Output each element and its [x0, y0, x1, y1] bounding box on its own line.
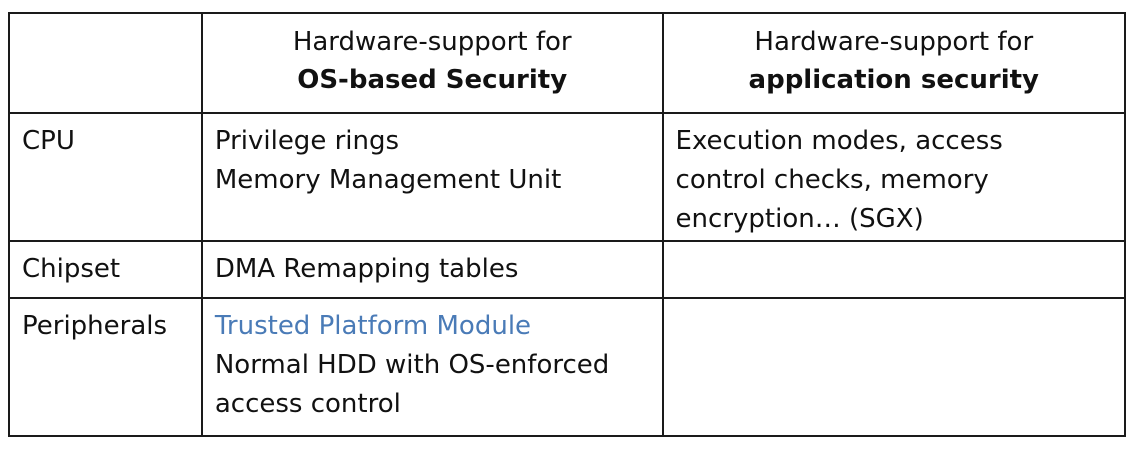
header-row: Hardware-support for OS-based Security H…	[8, 12, 1126, 114]
cpu-app-line: control checks, memory	[675, 165, 989, 195]
peripherals-os-line-dark: Normal HDD with OS-enforced	[214, 350, 610, 380]
cpu-os-support: Privilege rings Memory Management Unit	[200, 112, 664, 242]
chipset-os-line: DMA Remapping tables	[214, 254, 519, 284]
row-label-chipset: Chipset	[8, 240, 203, 299]
header-os-line1: Hardware-support for	[292, 27, 572, 57]
header-app-line2: application security	[748, 65, 1039, 95]
header-os-line2: OS-based Security	[297, 65, 568, 95]
row-label-peripherals: Peripherals	[8, 297, 203, 437]
header-app-security: Hardware-support for application securit…	[661, 12, 1126, 114]
cpu-os-line: Privilege rings	[214, 126, 400, 156]
header-app-line1: Hardware-support for	[754, 27, 1034, 57]
row-cpu: CPU Privilege rings Memory Management Un…	[8, 112, 1126, 242]
chipset-os-support: DMA Remapping tables	[200, 240, 664, 299]
peripherals-app-support	[661, 297, 1126, 437]
header-empty-cell	[8, 12, 203, 114]
cpu-app-line: Execution modes, access	[675, 126, 1003, 156]
row-label-cpu: CPU	[8, 112, 203, 242]
peripherals-os-line-dark: access control	[214, 389, 401, 419]
peripherals-os-line: Trusted Platform Module	[214, 311, 532, 341]
peripherals-os-support: Trusted Platform Module Normal HDD with …	[200, 297, 664, 437]
chipset-app-support	[661, 240, 1126, 299]
row-chipset: Chipset DMA Remapping tables	[8, 240, 1126, 299]
security-support-table: Hardware-support for OS-based Security H…	[8, 12, 1126, 437]
cpu-app-line: encryption… (SGX)	[675, 204, 924, 234]
header-os-security: Hardware-support for OS-based Security	[200, 12, 664, 114]
cpu-app-support: Execution modes, access control checks, …	[661, 112, 1126, 242]
cpu-os-line: Memory Management Unit	[214, 165, 562, 195]
row-peripherals: Peripherals Trusted Platform Module Norm…	[8, 297, 1126, 437]
